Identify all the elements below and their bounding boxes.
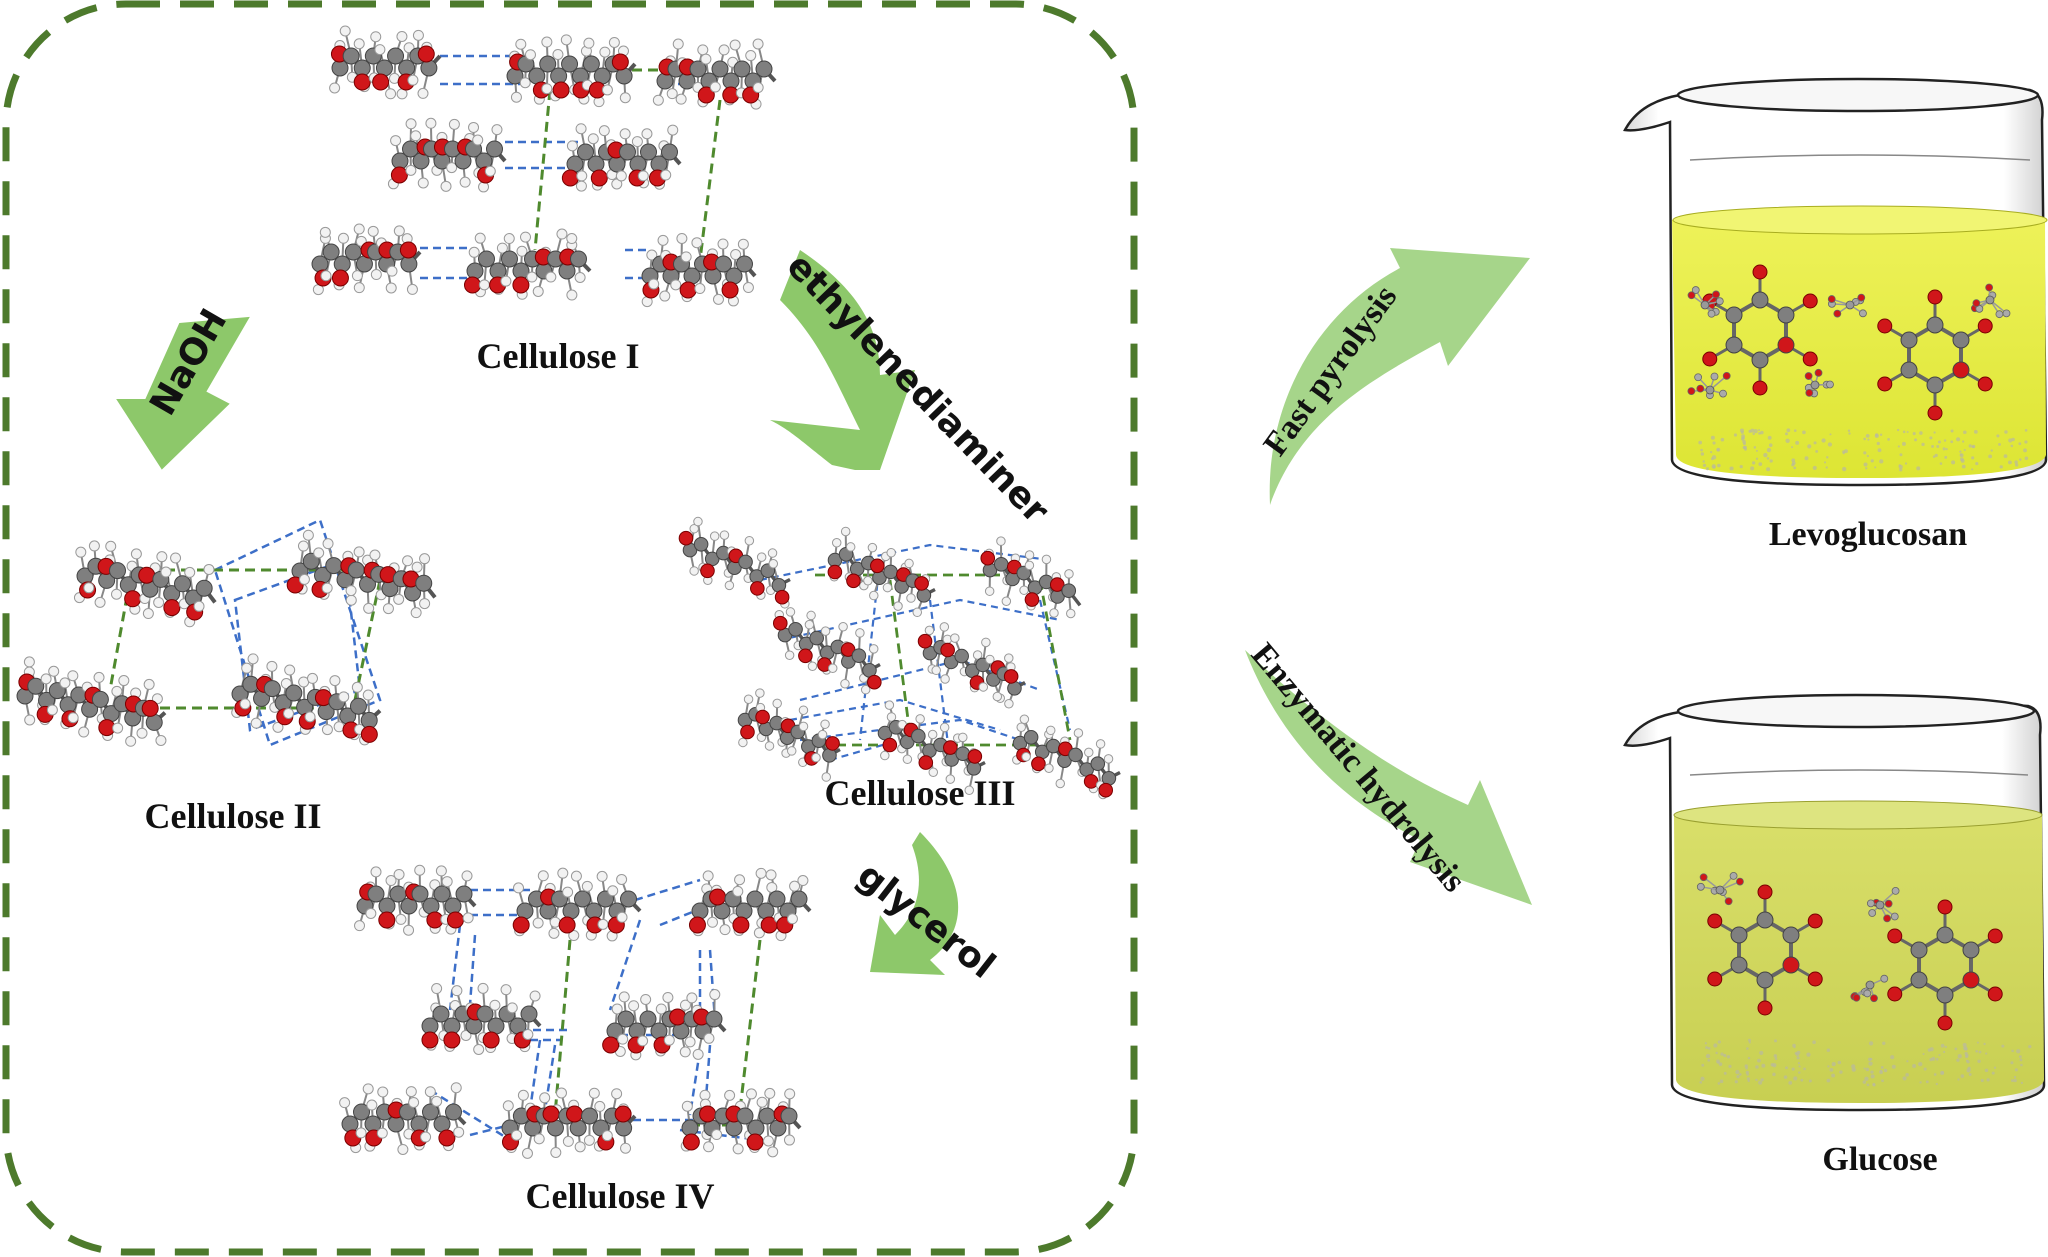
cellulose-chain [506, 34, 637, 108]
cellulose-iii-label: Cellulose III [824, 773, 1015, 813]
cellulose-chain [917, 622, 1026, 709]
small-molecule [1970, 283, 2011, 319]
cellulose-iii-structure [678, 516, 1121, 800]
cellulose-chain [463, 228, 592, 301]
cellulose-iv-structure [339, 864, 812, 1159]
cellulose-chain [877, 700, 986, 795]
cellulose-chain [339, 1082, 467, 1155]
glucose-ring-molecule [1877, 289, 1993, 421]
cellulose-chain [602, 989, 727, 1061]
cellulose-chain [737, 688, 841, 782]
naoh-arrow [116, 316, 250, 470]
cellulose-i-label: Cellulose I [476, 336, 639, 376]
cellulose-chain [329, 25, 442, 100]
cellulose-chain [827, 526, 936, 618]
small-molecule [1687, 371, 1731, 400]
levoglucosan-beaker [1623, 77, 2048, 487]
cellulose-ii-label: Cellulose II [144, 796, 321, 836]
cellulose-chain [354, 864, 477, 936]
small-molecule [1827, 293, 1867, 318]
ethylenediaminer-label: ethylenediaminer [779, 246, 1057, 532]
small-molecule [1696, 871, 1744, 906]
cellulose-chain [16, 656, 167, 747]
glucose-beaker [1623, 693, 2046, 1112]
cellulose-chain [652, 38, 777, 110]
small-molecule [1850, 974, 1889, 1003]
cellulose-chain [286, 529, 437, 619]
sediment-speckle [1699, 1038, 2032, 1087]
cellulose-chain [561, 123, 682, 192]
sediment-speckle [1698, 428, 2029, 472]
cellulose-chain [641, 232, 757, 308]
enzymatic-hydrolysis-label: Enzymatic hydrolysis [1244, 636, 1473, 899]
cellulose-chain [421, 982, 542, 1055]
cellulose-chain [680, 1087, 802, 1158]
cellulose-i-structure [311, 25, 777, 308]
cellulose-chain [980, 536, 1082, 619]
cellulose-chain [501, 1087, 637, 1159]
enzymatic-hydrolysis-arrow [1245, 650, 1532, 905]
glucose-ring-molecule [1707, 884, 1823, 1016]
cellulose-chain [772, 607, 882, 695]
glucose-ring-molecule [1887, 899, 2003, 1031]
cellulose-chain [387, 117, 507, 193]
cellulose-chain [688, 867, 812, 942]
small-molecule [1866, 886, 1900, 923]
levoglucosan-molecules [1687, 264, 2011, 421]
cellulose-ii-structure [16, 518, 437, 747]
cellulose-chain [678, 516, 791, 609]
glucose-molecules [1696, 871, 2003, 1031]
cellulose-chain [73, 540, 217, 628]
cellulose-iv-label: Cellulose IV [526, 1176, 715, 1216]
fast-pyrolysis-arrow [1269, 248, 1530, 505]
glucose-ring-molecule [1702, 264, 1818, 396]
small-molecule [1804, 368, 1834, 398]
structures-frame [2, 0, 1138, 1256]
levoglucosan-label: Levoglucosan [1769, 516, 1967, 553]
ethylenediaminer-arrow [770, 250, 915, 470]
cellulose-chain [231, 653, 382, 746]
cellulose-chain [1012, 714, 1121, 800]
glycerol-arrow [870, 832, 959, 975]
cellulose-chain [311, 223, 422, 296]
small-molecule [1687, 286, 1724, 318]
cellulose-chain [512, 867, 642, 942]
glucose-label: Glucose [1822, 1141, 1937, 1178]
